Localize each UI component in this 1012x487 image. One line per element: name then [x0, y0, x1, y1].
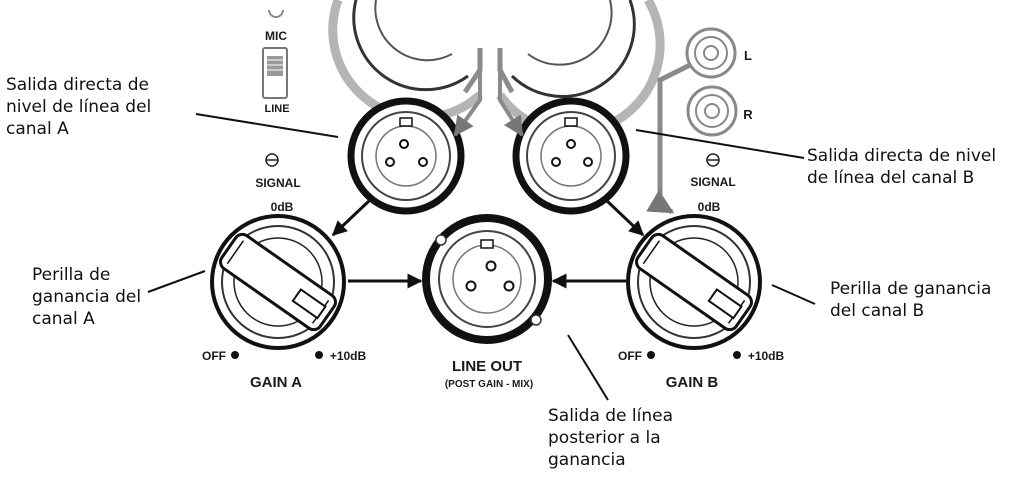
signal-led-a	[265, 153, 279, 167]
off-b-label: OFF	[618, 349, 642, 363]
odb-b-label: 0dB	[698, 200, 721, 214]
odb-a-label: 0dB	[271, 200, 294, 214]
plus10-b-label: +10dB	[748, 349, 785, 363]
callout-gain-knob-a: Perilla de ganancia del canal A	[32, 265, 142, 329]
xlr-direct-out-b	[512, 97, 630, 215]
signal-b-label: SIGNAL	[690, 175, 735, 189]
rca-jack-left	[685, 27, 737, 79]
combo-input-left	[328, 0, 484, 123]
off-dot-a	[231, 351, 239, 359]
mic-line-switch	[262, 9, 288, 99]
callout-direct-out-a: Salida directa de nivel de línea del can…	[6, 75, 152, 139]
signal-led-b	[706, 153, 720, 167]
line-out-sub-label: (POST GAIN - MIX)	[445, 379, 533, 390]
mic-label: MIC	[265, 29, 287, 43]
signal-a-label: SIGNAL	[255, 176, 300, 190]
leader-gain-knob-b	[771, 284, 816, 305]
plus10-dot-a	[315, 351, 323, 359]
plus10-dot-b	[733, 351, 741, 359]
gain-b-label: GAIN B	[666, 374, 719, 391]
callout-direct-out-b: Salida directa de nivel de línea del can…	[807, 146, 997, 188]
off-dot-b	[647, 351, 655, 359]
leader-direct-out-b	[635, 129, 805, 159]
plus10-a-label: +10dB	[330, 349, 367, 363]
callout-line-out-post: Salida de línea posterior a la ganancia	[548, 406, 674, 470]
callout-gain-knob-b: Perilla de ganancia del canal B	[830, 279, 992, 321]
leader-direct-out-a	[195, 113, 339, 138]
rca-jack-right	[686, 85, 738, 137]
rca-right-label: R	[743, 107, 753, 122]
rca-left-label: L	[744, 48, 752, 63]
gain-knob-a	[210, 214, 346, 350]
line-out-label: LINE OUT	[452, 358, 522, 375]
off-a-label: OFF	[202, 349, 226, 363]
line-label: LINE	[264, 103, 289, 115]
leader-line-out	[567, 334, 609, 401]
xlr-line-out	[422, 214, 552, 344]
xlr-direct-out-a	[347, 97, 465, 215]
leader-gain-knob-a	[147, 270, 206, 293]
gain-knob-b	[626, 214, 762, 350]
gain-a-label: GAIN A	[250, 374, 302, 391]
